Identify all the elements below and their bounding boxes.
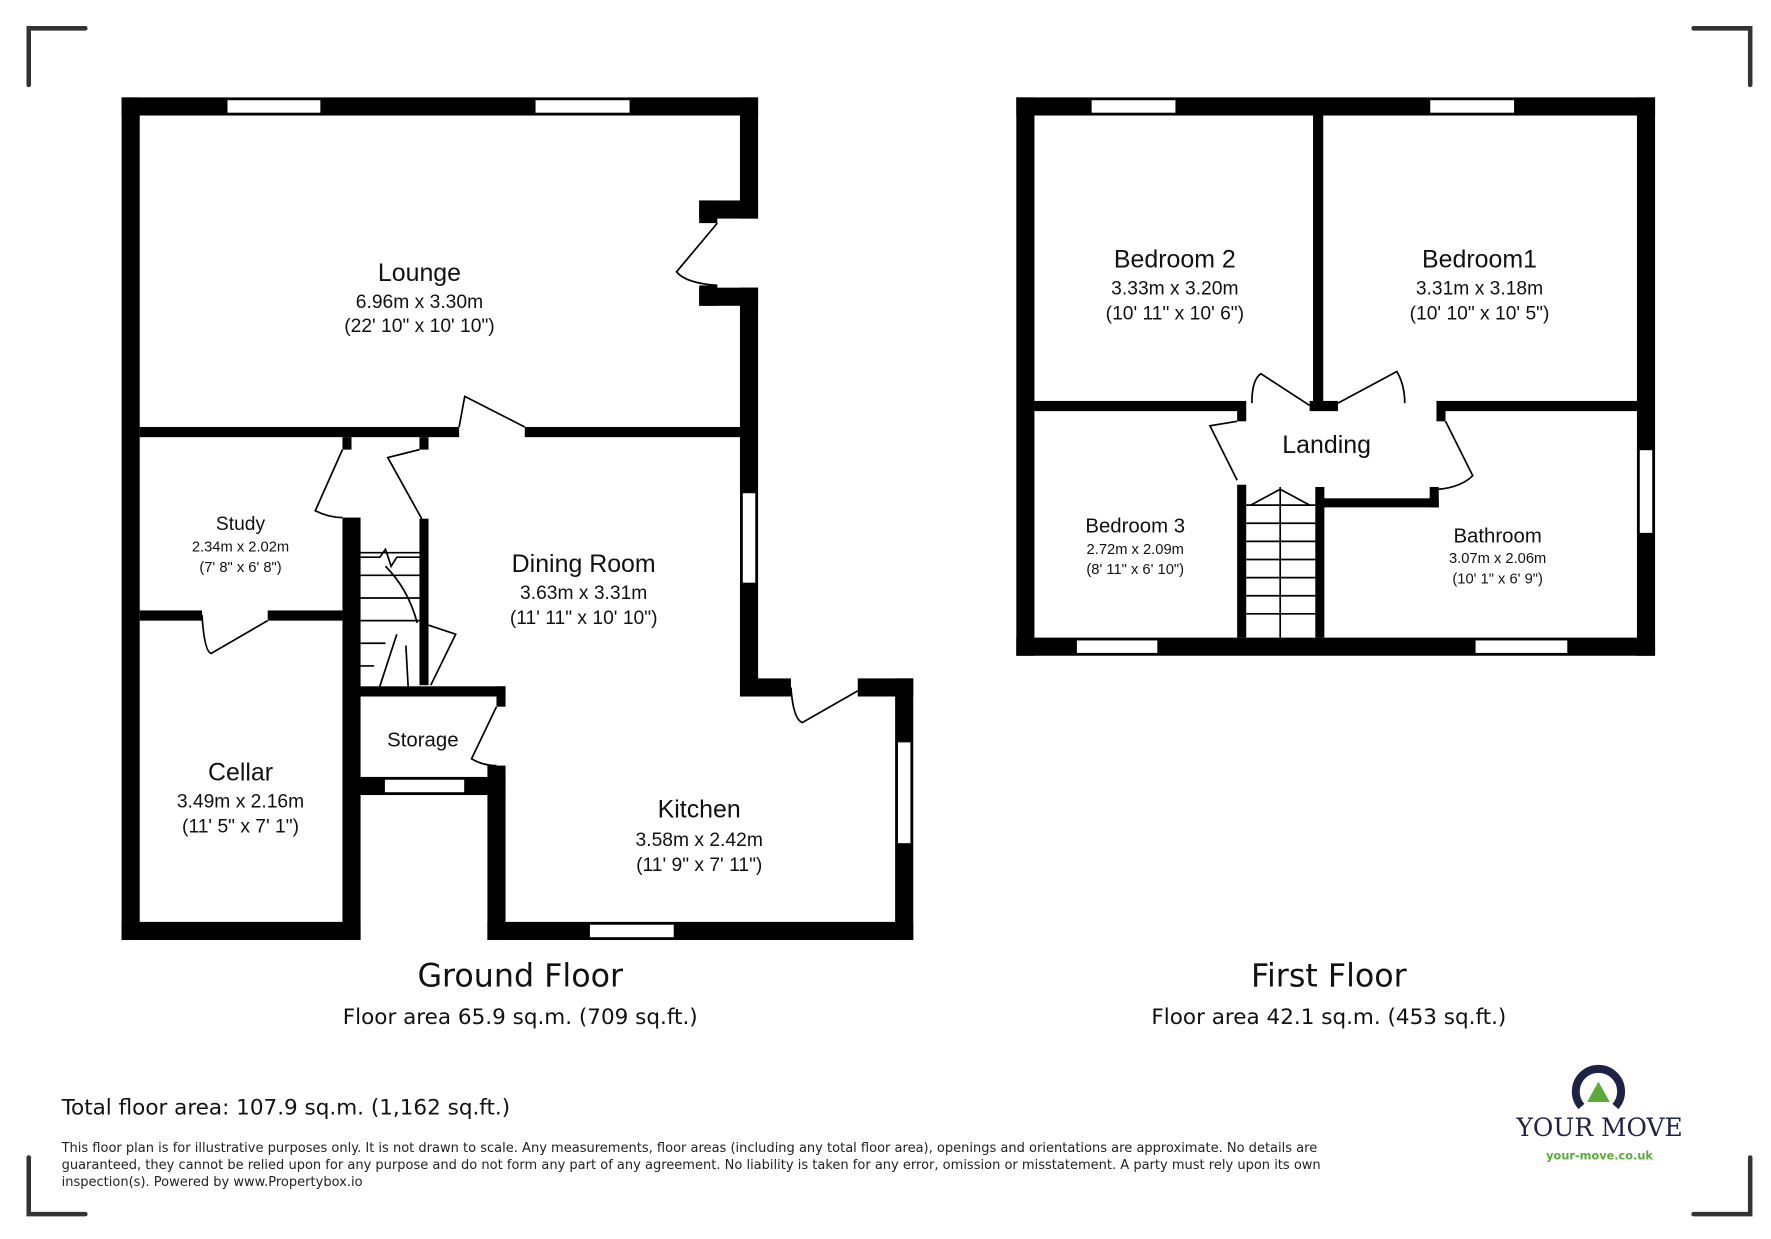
room-size-imperial: (22' 10" x 10' 10") — [344, 316, 495, 337]
total-floor-area: Total floor area: 107.9 sq.m. (1,162 sq.… — [61, 1095, 511, 1120]
room-size-metric: 3.58m x 2.42m — [636, 830, 763, 851]
your-move-logo: YOUR MOVE your-move.co.uk — [1515, 1064, 1683, 1163]
room-name-cellar: Cellar — [208, 758, 273, 786]
first-room-labels: Bedroom 2 3.33m x 3.20m (10' 11" x 10' 6… — [1085, 245, 1549, 587]
logo-url: your-move.co.uk — [1546, 1149, 1653, 1163]
room-name-study: Study — [216, 514, 266, 535]
room-size-metric: 2.72m x 2.09m — [1087, 542, 1184, 558]
disclaimer-line: guaranteed, they cannot be relied upon f… — [62, 1158, 1321, 1173]
room-name-lounge: Lounge — [378, 259, 461, 287]
room-name-dining-room: Dining Room — [512, 550, 656, 578]
room-name-storage: Storage — [387, 729, 458, 751]
room-size-metric: 6.96m x 3.30m — [356, 292, 483, 313]
ground-floor-area: Floor area 65.9 sq.m. (709 sq.ft.) — [343, 1005, 698, 1030]
ground-room-labels: Lounge 6.96m x 3.30m (22' 10" x 10' 10")… — [177, 259, 763, 876]
logo-brand-text: YOUR MOVE — [1515, 1113, 1682, 1142]
room-name-bedroom-1: Bedroom1 — [1422, 245, 1537, 273]
room-size-imperial: (11' 11" x 10' 10") — [510, 608, 658, 629]
logo-triangle-icon — [1587, 1081, 1610, 1102]
room-size-imperial: (11' 9" x 7' 11") — [636, 855, 762, 876]
first-floor-plan: Bedroom 2 3.33m x 3.20m (10' 11" x 10' 6… — [1016, 97, 1656, 1030]
room-size-metric: 2.34m x 2.02m — [192, 540, 289, 556]
room-name-bathroom: Bathroom — [1453, 525, 1541, 547]
disclaimer: This floor plan is for illustrative purp… — [61, 1141, 1321, 1190]
room-name-bedroom-2: Bedroom 2 — [1114, 245, 1236, 273]
room-size-imperial: (7' 8" x 6' 8") — [199, 560, 281, 576]
room-size-metric: 3.31m x 3.18m — [1416, 278, 1543, 299]
first-floor-area: Floor area 42.1 sq.m. (453 sq.ft.) — [1151, 1005, 1506, 1030]
doors — [1208, 370, 1474, 491]
windows — [226, 99, 912, 939]
first-staircase — [1246, 486, 1316, 638]
room-size-metric: 3.49m x 2.16m — [177, 792, 304, 813]
room-name-kitchen: Kitchen — [658, 796, 741, 824]
first-floor-title: First Floor — [1251, 958, 1408, 994]
room-name-landing: Landing — [1282, 431, 1371, 459]
ground-floor-title: Ground Floor — [417, 958, 624, 994]
room-name-bedroom-3: Bedroom 3 — [1085, 515, 1185, 537]
room-size-metric: 3.63m x 3.31m — [520, 583, 647, 604]
room-size-imperial: (10' 11" x 10' 6") — [1106, 303, 1244, 324]
logo-ring-icon — [1571, 1064, 1626, 1110]
crop-corners — [26, 26, 1753, 1217]
room-size-imperial: (11' 5" x 7' 1") — [182, 816, 299, 837]
disclaimer-line: inspection(s). Powered by www.Propertybo… — [62, 1175, 363, 1190]
windows — [1075, 99, 1654, 655]
room-size-imperial: (8' 11" x 6' 10") — [1086, 562, 1184, 578]
room-size-metric: 3.07m x 2.06m — [1449, 551, 1546, 567]
disclaimer-line: This floor plan is for illustrative purp… — [61, 1141, 1318, 1156]
room-size-imperial: (10' 10" x 10' 5") — [1410, 303, 1550, 324]
room-size-imperial: (10' 1" x 6' 9") — [1452, 571, 1543, 587]
ground-staircase — [351, 547, 420, 687]
ground-floor-plan: Lounge 6.96m x 3.30m (22' 10" x 10' 10")… — [121, 97, 914, 1030]
doors — [201, 222, 859, 767]
room-size-metric: 3.33m x 3.20m — [1111, 278, 1238, 299]
